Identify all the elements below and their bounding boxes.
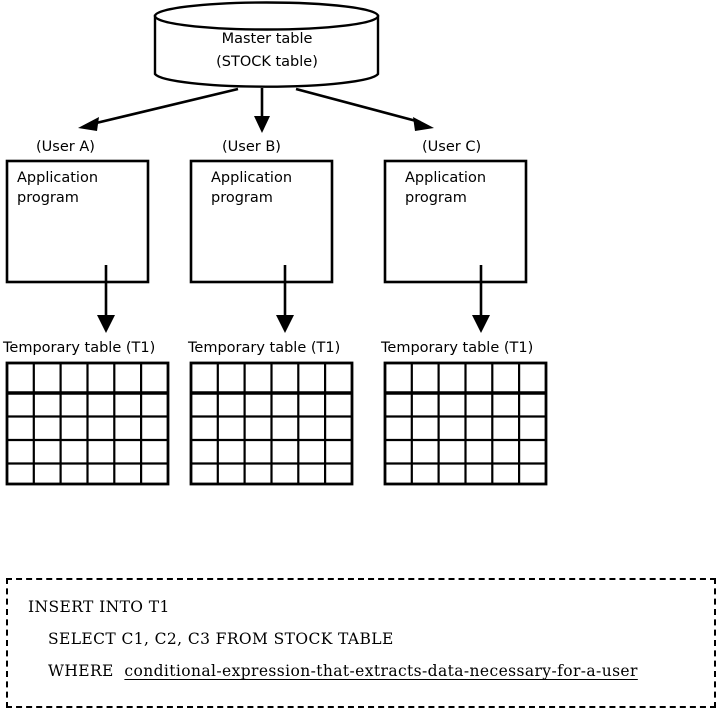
arrow-master-to-user-b xyxy=(254,88,270,133)
user-label-c: (User C) xyxy=(422,139,482,155)
master-table-cylinder xyxy=(153,1,380,88)
application-box-user-a xyxy=(5,159,150,284)
master-table-line2: (STOCK table) xyxy=(216,54,318,70)
master-table-line1: Master table xyxy=(221,31,313,47)
application-text-a-line2: program xyxy=(17,190,79,206)
application-box-user-b xyxy=(189,159,334,284)
application-text-a: Application program xyxy=(17,168,98,208)
sql-line-select: SELECT C1, C2, C3 FROM STOCK TABLE xyxy=(48,630,394,648)
application-text-c: Application program xyxy=(405,168,486,208)
arrow-master-to-user-a xyxy=(78,87,239,131)
application-text-b-line1: Application xyxy=(211,170,293,186)
application-text-a-line1: Application xyxy=(17,170,99,186)
temp-table-grid-a xyxy=(5,361,170,486)
arrow-app-to-temp-b xyxy=(276,265,294,333)
application-text-b-line2: program xyxy=(211,190,273,206)
application-text-c-line1: Application xyxy=(405,170,487,186)
sql-statement-box: INSERT INTO T1 SELECT C1, C2, C3 FROM ST… xyxy=(6,578,716,708)
temp-table-label-a: Temporary table (T1) xyxy=(3,340,156,356)
arrow-app-to-temp-c xyxy=(472,265,490,333)
user-label-a: (User A) xyxy=(36,139,95,155)
user-label-b: (User B) xyxy=(222,139,281,155)
temp-table-grid-b xyxy=(189,361,354,486)
application-text-c-line2: program xyxy=(405,190,467,206)
application-text-b: Application program xyxy=(211,168,292,208)
application-box-user-c xyxy=(383,159,528,284)
sql-where-keyword: WHERE xyxy=(48,662,114,680)
temp-table-grid-c xyxy=(383,361,548,486)
temp-table-label-b: Temporary table (T1) xyxy=(188,340,341,356)
arrow-master-to-user-c xyxy=(295,87,434,131)
master-table-caption: Master table (STOCK table) xyxy=(158,28,376,74)
temp-table-label-c: Temporary table (T1) xyxy=(381,340,534,356)
sql-where-expression: conditional-expression-that-extracts-dat… xyxy=(124,662,638,680)
arrow-app-to-temp-a xyxy=(97,265,115,333)
sql-line-where: WHERE conditional-expression-that-extrac… xyxy=(48,662,638,680)
sql-line-insert: INSERT INTO T1 xyxy=(28,598,170,616)
